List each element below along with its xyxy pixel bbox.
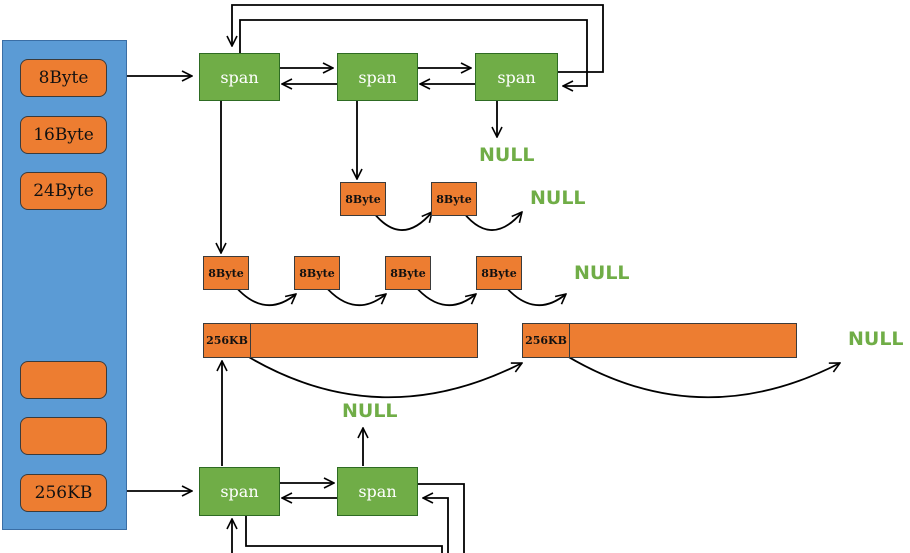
object-8byte-b1: 8Byte [203,256,249,290]
arrow-256kb-1-to-2 [227,343,522,399]
object-8byte-a1: 8Byte [340,182,386,216]
arrow-span3-to-span1-wrap [232,4,604,73]
bucket-24byte: 24Byte [20,172,107,210]
null-label-256kb: NULL [848,328,904,350]
null-label-bottom-span: NULL [342,400,398,422]
arrow-bottom-wrap-left [245,516,443,553]
arrow-256kb-2-to-null [547,343,840,399]
object-8byte-b4: 8Byte [476,256,522,290]
span-bottom-2: span [337,467,418,516]
arrow-bottom-wrap-incoming [423,498,449,553]
null-label-freelist-a: NULL [530,187,586,209]
bucket-empty-1 [20,361,107,399]
arrow-bottom-wrap-right [418,483,465,553]
bucket-16byte: 16Byte [20,116,107,154]
object-256kb-1: 256KB [203,323,478,358]
null-label-freelist-b: NULL [574,262,630,284]
bucket-256kb: 256KB [20,474,107,512]
bucket-8byte: 8Byte [20,59,107,97]
span-top-3: span [475,53,558,101]
object-8byte-b2: 8Byte [294,256,340,290]
object-256kb-2: 256KB [522,323,797,358]
null-label-top-span: NULL [479,144,535,166]
object-8byte-b3: 8Byte [385,256,431,290]
bucket-panel [2,40,127,530]
object-256kb-1-label: 256KB [204,324,251,357]
arrow-span1-to-span3-wrap [239,19,588,86]
span-top-2: span [337,53,418,101]
span-bottom-1: span [199,467,280,516]
object-256kb-2-label: 256KB [523,324,570,357]
span-top-1: span [199,53,280,101]
bucket-empty-2 [20,417,107,455]
object-8byte-a2: 8Byte [431,182,477,216]
